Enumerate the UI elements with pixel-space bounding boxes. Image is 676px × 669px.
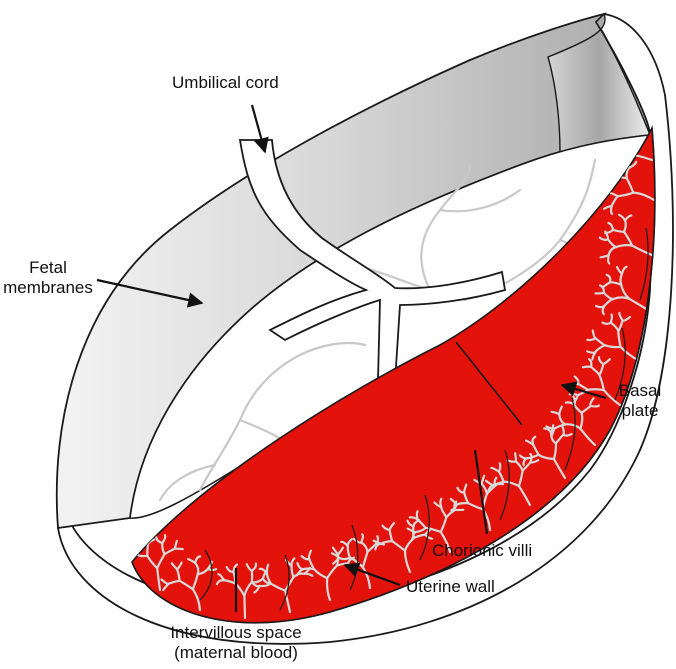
villus-branch [588,389,604,390]
villus-branch [130,548,136,553]
villus-branch [611,315,612,323]
villus-branch [303,568,314,569]
villus-branch [603,323,611,324]
villus-branch [244,596,245,618]
villus-branch [583,367,591,368]
villus-branch [596,306,604,307]
label-fetal-membranes-line1: Fetal [0,258,96,278]
villus-branch [508,461,516,462]
villus-branch [563,427,564,435]
label-umbilical-cord: Umbilical cord [172,73,279,93]
villus-branch [417,511,418,519]
villus-branch [596,293,604,294]
villus-branch [147,544,148,555]
villus-branch [515,453,516,461]
label-fetal-membranes: Fetal membranes [0,258,96,298]
label-intervillous-line2: (maternal blood) [136,643,336,663]
label-uterine-wall: Uterine wall [406,577,495,597]
villus-branch [267,565,268,573]
villus-branch [570,394,578,395]
villus-branch [591,406,599,407]
label-basal-plate-line2: plate [608,401,672,421]
label-intervillous-space: Intervillous space (maternal blood) [136,623,336,663]
label-intervillous-line1: Intervillous space [136,623,336,643]
label-chorionic-villi: Chorionic villi [432,541,532,561]
villus-branch [440,499,441,507]
villus-branch [587,351,595,352]
villus-branch [144,537,148,544]
label-fetal-membranes-line2: membranes [0,278,96,298]
label-basal-plate: Basal plate [608,381,672,421]
label-basal-plate-line1: Basal [608,381,672,401]
